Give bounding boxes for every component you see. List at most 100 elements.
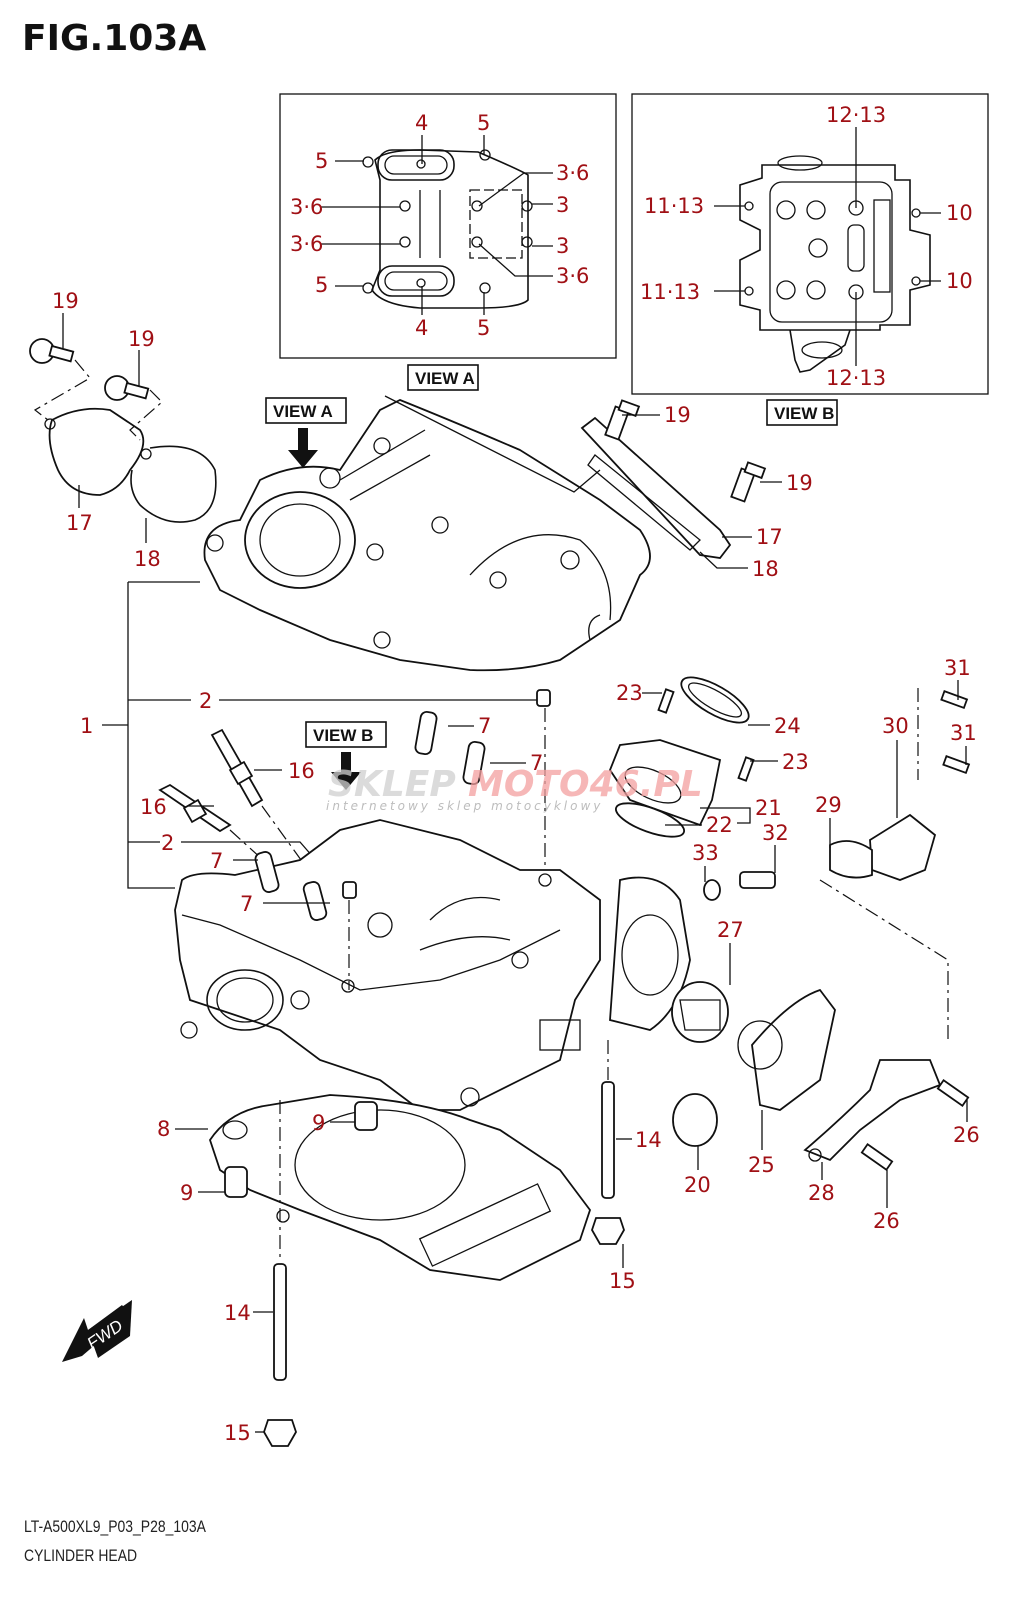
view-b-marker-label: VIEW B: [313, 726, 373, 745]
dowel-pin-b: [342, 881, 357, 899]
callout-view-a-4-bottom: 4: [415, 316, 428, 340]
callout-31-a: 31: [944, 656, 971, 680]
thermostat-case: [609, 876, 691, 1031]
cylinder-head-gasket: [209, 1094, 592, 1281]
callout-view-a-3-right-lower: 3: [556, 234, 569, 258]
bolt-26-a: [936, 1079, 970, 1107]
callout-16-b: 16: [140, 795, 167, 819]
callout-7-a: 7: [478, 714, 491, 738]
fwd-direction-marker: FWD: [62, 1300, 132, 1362]
callout-view-a-3-6-left-upper: 3·6: [290, 195, 323, 219]
bolt-31-b: [942, 755, 971, 775]
callout-7-c: 7: [210, 849, 223, 873]
view-a-frame: [279, 93, 617, 359]
bolt-19-a: [29, 338, 75, 364]
bolt-26-b: [860, 1143, 894, 1171]
view-b-leaders: [714, 127, 941, 366]
callout-27: 27: [717, 918, 744, 942]
callout-30: 30: [882, 714, 909, 738]
nut-15-left: [263, 1419, 297, 1447]
figure-code: LT-A500XL9_P03_P28_103A: [24, 1517, 206, 1536]
view-a-drawing: [362, 149, 533, 309]
view-a-arrow-icon: [288, 428, 318, 468]
view-a-leaders: [320, 135, 553, 315]
left-cap-assembly: [29, 338, 217, 523]
callout-21: 21: [755, 796, 782, 820]
callout-view-a-5-bottom-left: 5: [315, 273, 328, 297]
stud-14-right: [601, 1081, 615, 1199]
callout-1: 1: [80, 714, 93, 738]
main-drawing: VIEW A VIEW B: [29, 289, 980, 1447]
callout-7-d: 7: [240, 892, 253, 916]
callout-15-right: 15: [609, 1269, 636, 1293]
callout-view-a-3-6-right-upper: 3·6: [556, 161, 589, 185]
callout-28: 28: [808, 1181, 835, 1205]
intake-pipe-assembly: [608, 676, 755, 838]
callout-2-lower: 2: [161, 831, 174, 855]
spark-plug-b: [158, 783, 232, 833]
thermo-bracket: [803, 1059, 942, 1162]
watermark-tagline: internetowy sklep motocyklowy: [326, 799, 603, 813]
callout-view-b-11-13-lower: 11·13: [640, 280, 700, 304]
callout-19-c: 19: [664, 403, 691, 427]
callout-7-b: 7: [530, 751, 543, 775]
gasket-33: [703, 879, 721, 901]
bolt-31-a: [940, 690, 969, 710]
valve-guide-a: [414, 710, 438, 756]
callout-view-b-12-13-bottom: 12·13: [826, 366, 886, 390]
callout-25: 25: [748, 1153, 775, 1177]
callout-view-b-10-lower: 10: [946, 269, 973, 293]
nut-15-right: [591, 1217, 625, 1245]
callout-26-a: 26: [953, 1123, 980, 1147]
thermo-sensor: [829, 813, 937, 881]
figure-title: FIG.103A: [22, 18, 207, 59]
callout-31-b: 31: [950, 721, 977, 745]
thermostat: [671, 981, 729, 1043]
callout-view-a-3-6-left-lower: 3·6: [290, 232, 323, 256]
callout-20: 20: [684, 1173, 711, 1197]
callout-22: 22: [706, 813, 733, 837]
callout-view-a-5-top-left: 5: [315, 149, 328, 173]
dowel-9-b: [224, 1166, 248, 1198]
valve-guide-b: [462, 740, 486, 786]
view-a-marker-box: [265, 397, 347, 424]
view-b-caption-box: [766, 399, 838, 426]
callout-19-b: 19: [128, 327, 155, 351]
stud-14-left: [273, 1263, 287, 1381]
view-a-caption: VIEW A: [415, 369, 475, 388]
view-b-frame: [631, 93, 989, 395]
watermark-brand-gray: SKLEP: [328, 764, 456, 805]
view-b-inset: 12·13 11·13 10 10 11·13 12·13 VIEW B: [631, 93, 989, 426]
view-b-caption: VIEW B: [774, 404, 834, 423]
watermark: SKLEP MOTO46.PL internetowy sklep motocy…: [326, 764, 703, 813]
callout-23-b: 23: [782, 750, 809, 774]
callout-29: 29: [815, 793, 842, 817]
view-a-inset: 4 5 5 3·6 3·6 3 3·6 3 5 3·6 4 5 VIEW A: [279, 93, 617, 391]
callout-19-a: 19: [52, 289, 79, 313]
callout-15-left: 15: [224, 1421, 251, 1445]
callout-17-left: 17: [66, 511, 93, 535]
bolt-19-b: [104, 375, 150, 401]
figure-name: CYLINDER HEAD: [24, 1546, 138, 1565]
callout-view-a-3-6-right-lower: 3·6: [556, 264, 589, 288]
spark-plug-a: [210, 728, 264, 808]
callout-9-b: 9: [180, 1181, 193, 1205]
callout-view-b-10-upper: 10: [946, 201, 973, 225]
valve-guide-c: [254, 851, 280, 893]
main-leaders: [62, 313, 968, 1433]
callout-14-right: 14: [635, 1128, 662, 1152]
cylinder-head-cover: [203, 399, 651, 672]
view-b-marker-box: [305, 721, 387, 748]
callout-view-a-5-top-right: 5: [477, 111, 490, 135]
callout-19-d: 19: [786, 471, 813, 495]
dowel-pin-a: [536, 689, 551, 707]
callout-17-right: 17: [756, 525, 783, 549]
callout-23-a: 23: [616, 681, 643, 705]
view-a-marker-label: VIEW A: [273, 402, 333, 421]
callout-view-a-5-bottom-right: 5: [477, 316, 490, 340]
cylinder-head: [174, 819, 601, 1111]
callout-view-a-3-right-upper: 3: [556, 193, 569, 217]
view-b-drawing: [739, 155, 931, 373]
